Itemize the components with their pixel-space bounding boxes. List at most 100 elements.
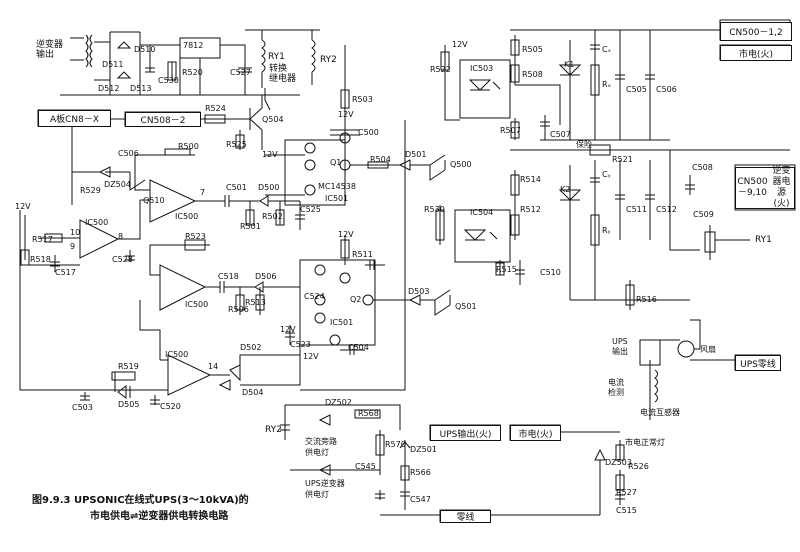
- mains-lamp-label: 市电正常灯: [625, 438, 665, 447]
- pin-7: 7: [200, 188, 206, 197]
- ref-r517: R517: [32, 235, 53, 244]
- ref-r516: R516: [636, 295, 657, 304]
- ref-ic501: IC501: [325, 194, 349, 203]
- ref-r500: R500: [178, 142, 199, 151]
- figure-caption-line1: 图9.9.3 UPSONIC在线式UPS(3～10kVA)的: [32, 495, 249, 506]
- indicator-lamps: [280, 404, 625, 523]
- monostable-ic501-lower: [285, 235, 451, 355]
- ref-d513: D513: [130, 84, 152, 93]
- ref-r525: R525: [226, 140, 247, 149]
- ups-output-live-label: UPS输出(火): [430, 425, 501, 441]
- 12v-label-4: 12V: [280, 325, 296, 334]
- ref-q500: Q500: [450, 160, 472, 169]
- ref-ic500-c: IC500: [185, 300, 209, 309]
- current-detect-label: 电流 检测: [608, 378, 624, 397]
- ref-ic500-b: IC500: [85, 218, 109, 227]
- ref-r507: R507: [500, 126, 521, 135]
- ref-r511: R511: [352, 250, 373, 259]
- ref-r514: R514: [520, 175, 541, 184]
- mc14538-label: MC14538: [318, 182, 356, 191]
- regulator-label: 7812: [183, 41, 204, 50]
- ups-neutral-label: UPS零线: [735, 355, 781, 371]
- ref-c509: C509: [693, 210, 714, 219]
- ref-ic500-a: IC500: [175, 212, 199, 221]
- connector-a-board: A板CN8－X: [38, 110, 111, 127]
- ref-r568: R568: [358, 409, 379, 418]
- ref-cy: Cᵧ: [602, 170, 611, 179]
- ref-r506: R506: [228, 305, 249, 314]
- ref-r521: R521: [612, 155, 633, 164]
- ref-r526: R526: [628, 462, 649, 471]
- relay-ry2-label: RY2: [320, 55, 337, 65]
- ref-d511: D511: [102, 60, 124, 69]
- ref-d512: D512: [98, 84, 120, 93]
- ref-r524: R524: [205, 104, 226, 113]
- ref-c511: C511: [626, 205, 647, 214]
- ref-c506-right: C506: [656, 85, 677, 94]
- ref-c500: C500: [358, 128, 379, 137]
- ref-r570: R570: [385, 440, 406, 449]
- ref-rx: Rₓ: [602, 80, 612, 89]
- pin-10: 10: [70, 228, 81, 237]
- power-supply-section: [60, 29, 320, 111]
- ref-c527: C527: [230, 68, 251, 77]
- relay-description-label: 转换 继电器: [269, 64, 297, 84]
- ref-r513: R513: [245, 298, 266, 307]
- ref-c524: C524: [304, 292, 325, 301]
- ref-c515: C515: [616, 506, 637, 515]
- ref-c517: C517: [55, 268, 76, 277]
- connector-cn500-12: CN500－1,2: [720, 22, 792, 41]
- ref-r518: R518: [30, 255, 51, 264]
- ref-r519: R519: [118, 362, 139, 371]
- ups-output-label: UPS 输出: [612, 337, 628, 356]
- ref-ic504: IC504: [470, 208, 494, 217]
- ref-dz504: DZ504: [104, 180, 131, 189]
- ref-ic501-b: IC501: [330, 318, 354, 327]
- ref-r505: R505: [522, 45, 543, 54]
- fan-label: 风扇: [700, 345, 716, 354]
- ref-c501: C501: [226, 183, 247, 192]
- ref-d505: D505: [118, 400, 140, 409]
- fuse-label: 保险: [576, 140, 592, 149]
- comparator-ic500-middle: [149, 239, 300, 315]
- ref-ic500-d: IC500: [165, 350, 189, 359]
- 12v-label-2: 12V: [262, 150, 278, 159]
- pin-9: 9: [70, 242, 76, 251]
- mains-live-label-2: 市电(火): [510, 425, 561, 441]
- ref-c507: C507: [550, 130, 571, 139]
- ref-r527: R527: [616, 488, 637, 497]
- 12v-label-3: 12V: [15, 202, 31, 211]
- 12v-label: 12V: [338, 110, 354, 119]
- ref-d502: D502: [240, 343, 262, 352]
- ref-r512: R512: [520, 205, 541, 214]
- inverter-lamp-label: UPS逆变器 供电灯: [305, 479, 345, 499]
- ref-dz503: DZ503: [605, 458, 632, 467]
- ref-c525: C525: [300, 205, 321, 214]
- 12v-label-5: 12V: [338, 230, 354, 239]
- ref-k2: K2: [560, 185, 571, 194]
- comparator-ic500-lower: [80, 120, 406, 405]
- ref-d500: D500: [258, 183, 280, 192]
- ref-c505: C505: [626, 85, 647, 94]
- ref-r566: R566: [410, 468, 431, 477]
- ref-cx: Cₓ: [602, 45, 612, 54]
- ref-d503: D503: [408, 287, 430, 296]
- relay-ry2-contact-label: RY2: [265, 425, 282, 435]
- fuse-line: [510, 144, 796, 260]
- monostable-ic501: [265, 45, 446, 206]
- ref-q2: Q2: [350, 295, 362, 304]
- ref-ry: Rᵧ: [602, 226, 611, 235]
- connector-cn508: CN508－2: [125, 112, 201, 127]
- ref-r503: R503: [352, 95, 373, 104]
- ref-c547: C547: [410, 495, 431, 504]
- ref-r515: R515: [496, 265, 517, 274]
- ref-c520: C520: [160, 402, 181, 411]
- ref-dz501: DZ501: [410, 445, 437, 454]
- ref-d501: D501: [405, 150, 427, 159]
- ref-r508: R508: [522, 70, 543, 79]
- triac-switch-k2: [435, 160, 690, 310]
- ref-c530: C530: [158, 76, 179, 85]
- ref-c506: C506: [118, 149, 139, 158]
- ref-c510: C510: [540, 268, 561, 277]
